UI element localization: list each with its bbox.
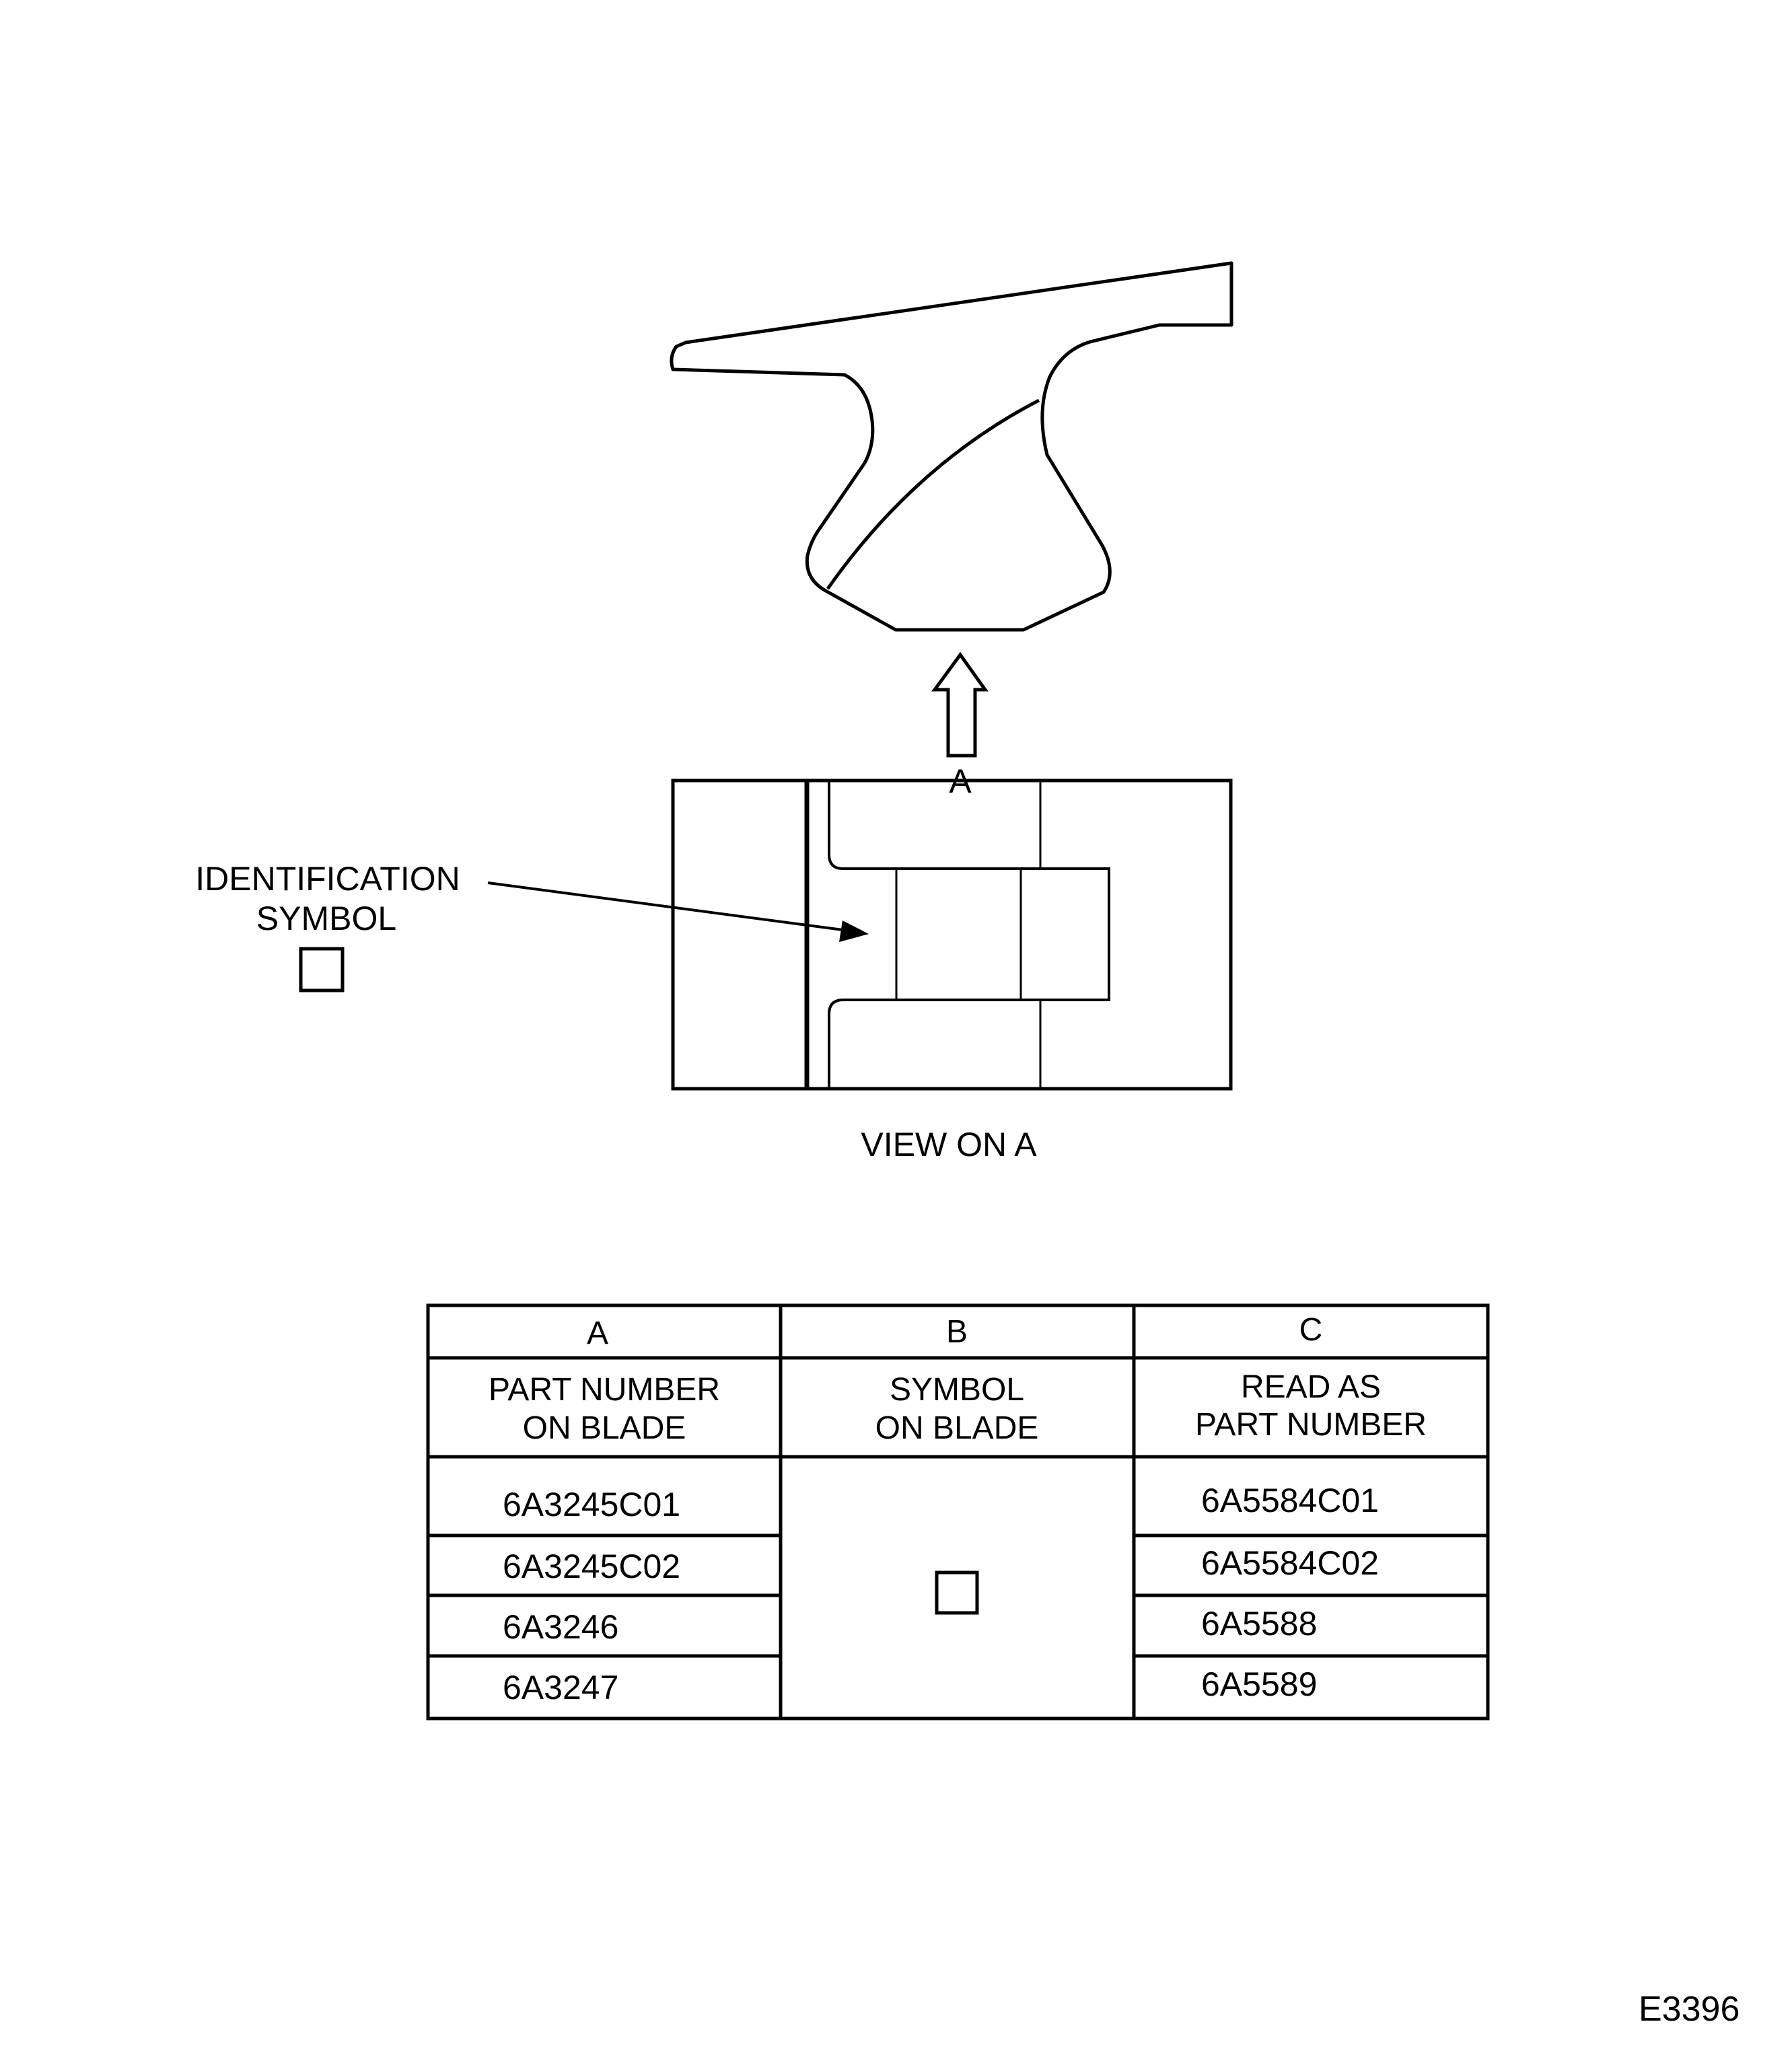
read-as-3: 6A5588 xyxy=(1201,1605,1317,1642)
column-letter-a: A xyxy=(587,1315,608,1351)
part-on-blade-3: 6A3246 xyxy=(503,1608,618,1646)
header-c-line1: READ AS xyxy=(1241,1369,1381,1405)
part-on-blade-4: 6A3247 xyxy=(503,1669,618,1706)
header-b-line1: SYMBOL xyxy=(890,1372,1024,1408)
header-b-line2: ON BLADE xyxy=(875,1410,1039,1446)
symbol-label: SYMBOL xyxy=(256,900,396,937)
header-a-line1: PART NUMBER xyxy=(489,1372,720,1408)
read-as-2: 6A5584C02 xyxy=(1201,1544,1379,1582)
header-a-line2: ON BLADE xyxy=(523,1410,686,1446)
view-on-a-drawing xyxy=(671,779,1233,1091)
part-on-blade-1: 6A3245C01 xyxy=(503,1486,680,1523)
identification-leader-arrow xyxy=(487,881,869,942)
square-symbol-icon xyxy=(299,947,345,992)
view-arrow-icon xyxy=(931,651,989,758)
table-square-symbol-icon xyxy=(935,1570,979,1615)
header-c-line2: PART NUMBER xyxy=(1195,1407,1427,1443)
column-letter-b: B xyxy=(946,1314,968,1350)
blade-profile xyxy=(670,261,1233,632)
column-letter-c: C xyxy=(1299,1312,1323,1348)
figure-id: E3396 xyxy=(1639,1990,1740,2029)
part-number-table xyxy=(426,1303,1490,1721)
part-on-blade-2: 6A3245C02 xyxy=(503,1548,680,1585)
identification-label: IDENTIFICATION xyxy=(195,860,460,898)
read-as-4: 6A5589 xyxy=(1201,1665,1317,1703)
read-as-1: 6A5584C01 xyxy=(1201,1482,1379,1519)
view-caption: VIEW ON A xyxy=(861,1126,1037,1163)
